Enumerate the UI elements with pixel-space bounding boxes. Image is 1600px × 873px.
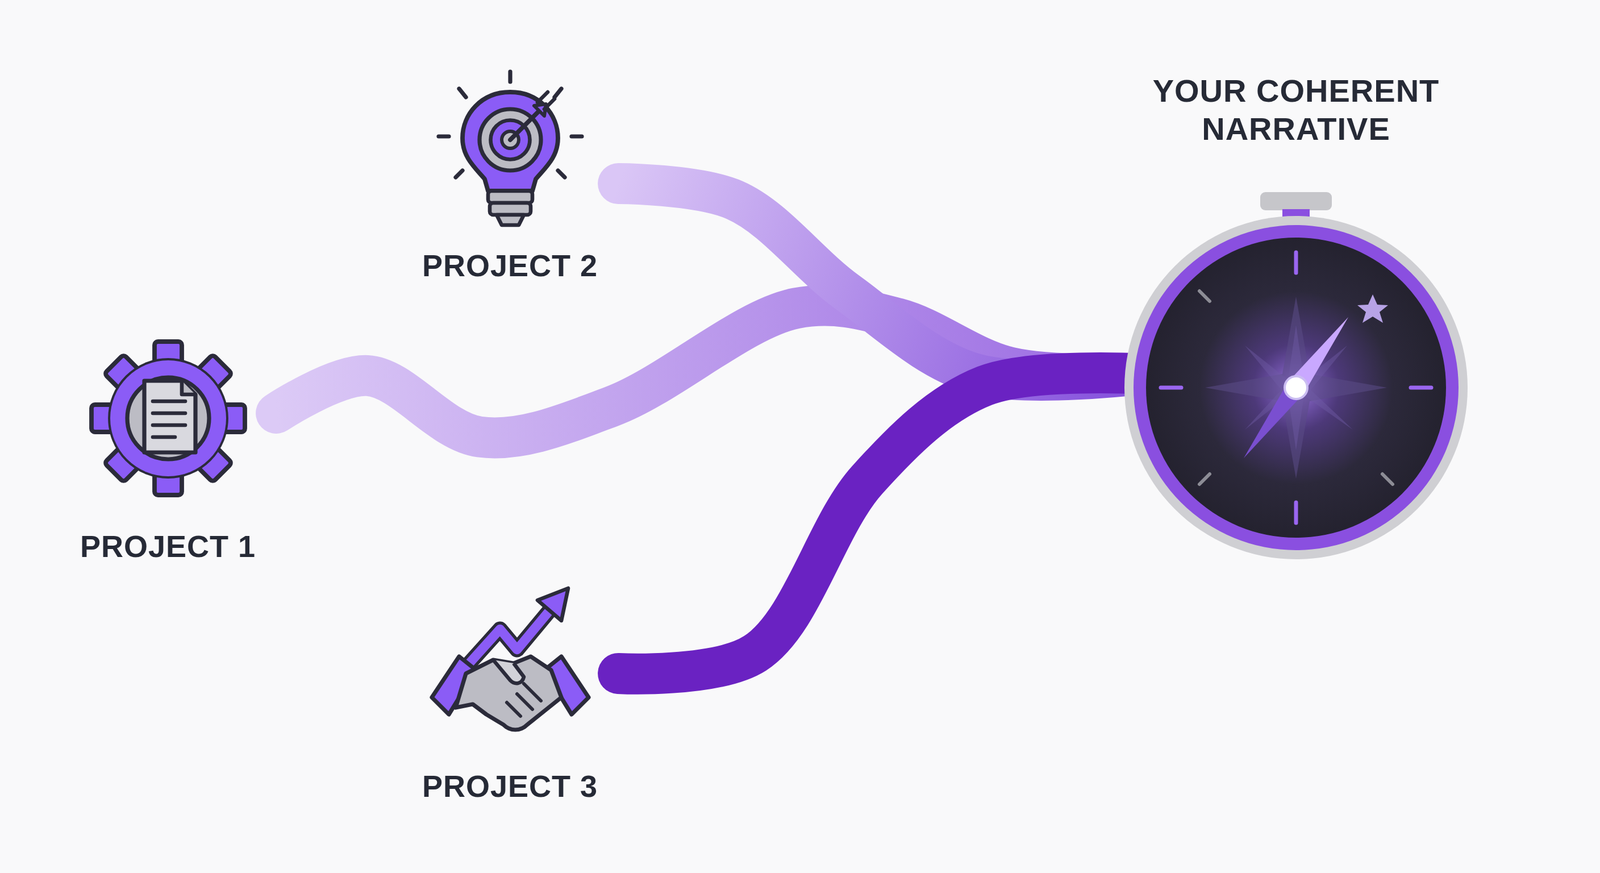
- compass-illustration: [1114, 182, 1478, 570]
- compass-node: YOUR COHERENT NARRATIVE: [1114, 71, 1478, 570]
- merge-stream: [618, 183, 1142, 381]
- project-node: PROJECT 1: [80, 332, 256, 565]
- project-label: PROJECT 2: [422, 247, 598, 285]
- merge-stream: [618, 372, 1142, 674]
- gear-document-icon: [82, 332, 254, 504]
- bulb-target-icon: [425, 68, 596, 239]
- heading-label: YOUR COHERENT NARRATIVE: [1125, 71, 1467, 148]
- project-label: PROJECT 3: [422, 767, 598, 805]
- project-label: PROJECT 1: [80, 527, 256, 565]
- handshake-growth-icon: [425, 577, 596, 749]
- project-node: PROJECT 3: [422, 577, 598, 805]
- project-node: PROJECT 2: [422, 68, 598, 285]
